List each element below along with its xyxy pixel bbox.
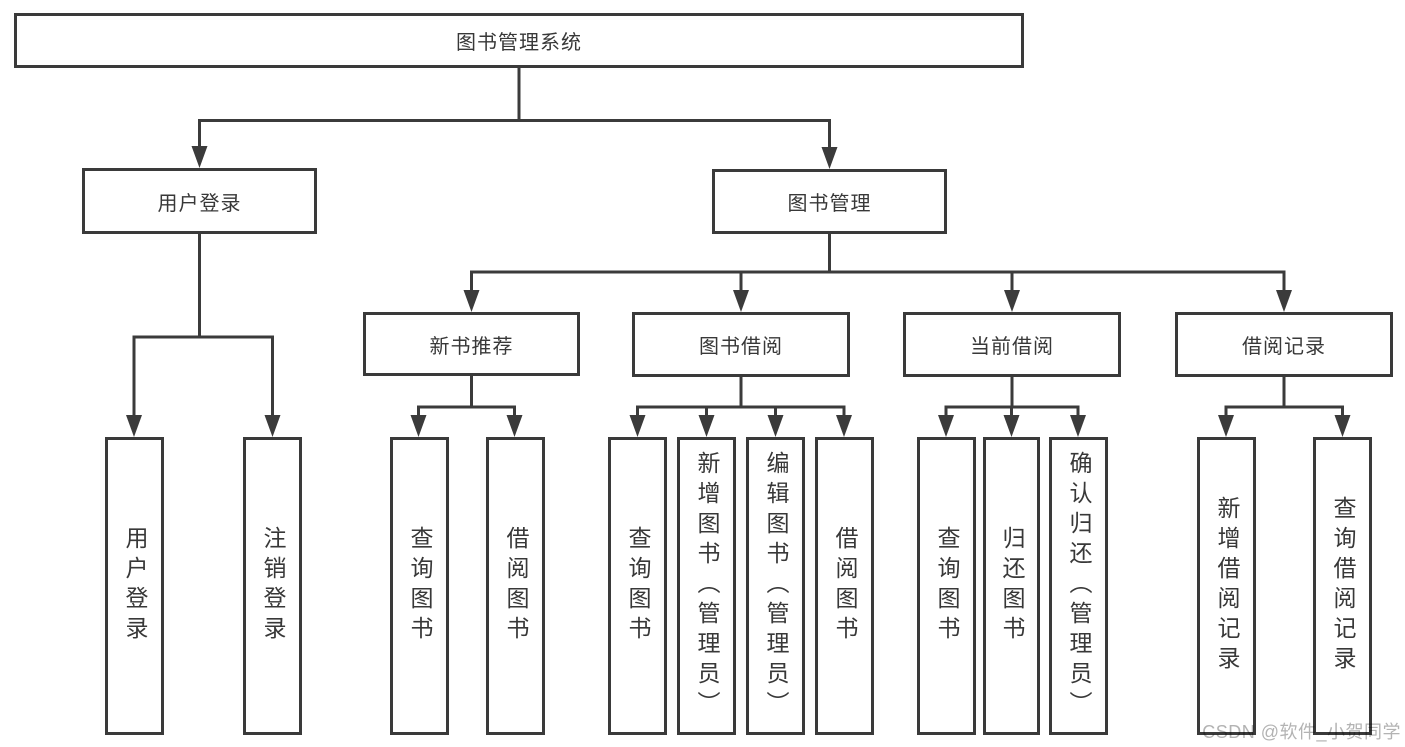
leaf-query-borrow-record: 查询借阅记录	[1313, 437, 1372, 735]
node-borrowing-records: 借阅记录	[1175, 312, 1393, 377]
leaf-label: 借阅图书	[503, 526, 529, 646]
leaf-return-books: 归还图书	[983, 437, 1040, 735]
csdn-watermark: CSDN @软件_小贺同学	[1202, 722, 1401, 742]
node-label: 用户登录	[157, 192, 242, 215]
leaf-label: 归还图书	[999, 526, 1025, 646]
leaf-query-books-current: 查询图书	[917, 437, 976, 735]
leaf-label: 注销登录	[260, 526, 286, 646]
leaf-borrow-books-newbooks: 借阅图书	[486, 437, 545, 735]
leaf-label: 新增借阅记录	[1214, 496, 1240, 676]
node-label: 新书推荐	[429, 335, 514, 358]
leaf-label: 编辑图书（管理员）	[763, 451, 789, 721]
leaf-label: 用户登录	[122, 526, 148, 646]
leaf-confirm-return-admin: 确认归还（管理员）	[1049, 437, 1108, 735]
tree-edges	[132, 67, 1344, 416]
node-label: 图书管理系统	[456, 32, 582, 54]
leaf-label: 查询图书	[407, 526, 433, 646]
leaf-user-login: 用户登录	[105, 437, 164, 735]
leaf-logout: 注销登录	[243, 437, 302, 735]
node-current-borrowing: 当前借阅	[903, 312, 1121, 377]
leaf-label: 查询图书	[934, 526, 960, 646]
node-new-book-recommendation: 新书推荐	[363, 312, 580, 376]
leaf-query-books-newbooks: 查询图书	[390, 437, 449, 735]
node-label: 当前借阅	[970, 336, 1054, 358]
node-label: 图书管理	[787, 193, 872, 215]
leaf-add-books-admin: 新增图书（管理员）	[677, 437, 736, 735]
node-user-login: 用户登录	[82, 168, 317, 234]
leaf-label: 确认归还（管理员）	[1066, 451, 1092, 721]
leaf-borrow-books-borrowing: 借阅图书	[815, 437, 874, 735]
leaf-query-books-borrowing: 查询图书	[608, 437, 667, 735]
node-library-management-system: 图书管理系统	[14, 13, 1024, 68]
leaf-edit-books-admin: 编辑图书（管理员）	[746, 437, 805, 735]
node-book-management: 图书管理	[712, 169, 947, 234]
arrowheads	[126, 146, 1351, 437]
node-label: 图书借阅	[699, 336, 783, 358]
leaf-label: 查询借阅记录	[1330, 496, 1356, 676]
leaf-label: 查询图书	[625, 526, 651, 646]
leaf-label: 借阅图书	[832, 526, 858, 646]
leaf-add-borrow-record: 新增借阅记录	[1197, 437, 1256, 735]
leaf-label: 新增图书（管理员）	[694, 451, 720, 721]
node-label: 借阅记录	[1242, 336, 1326, 358]
node-book-borrowing: 图书借阅	[632, 312, 850, 377]
